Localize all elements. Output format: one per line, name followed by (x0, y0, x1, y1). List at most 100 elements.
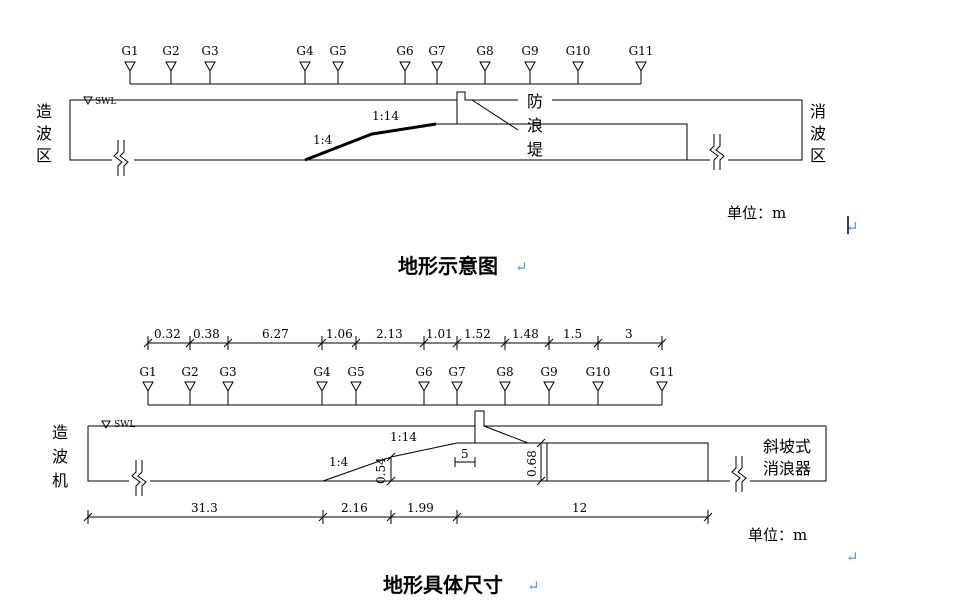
gauge-triangle-g1 (124, 61, 136, 73)
gauge-label-g3: G3 (201, 44, 218, 58)
spacing-label-10: 3 (625, 327, 633, 341)
swl-label-2: SWL (114, 420, 135, 430)
gauge2-triangle-g8 (499, 381, 511, 393)
gauge2-triangle-g9 (543, 381, 555, 393)
gauge2-triangle-g7 (451, 381, 463, 393)
return-mark-1: ↵ (846, 218, 859, 236)
breakwater-char-2: 浪 (527, 116, 543, 135)
gauge-label-g7: G7 (428, 44, 445, 58)
dim-054-label: 0.54 (374, 457, 388, 484)
gauge-label-g10: G10 (566, 44, 591, 58)
spacing-label-8: 1.48 (512, 327, 539, 341)
right-zone-char-1: 消 (810, 102, 826, 121)
slope-line (304, 122, 437, 162)
gauge2-label-g7: G7 (448, 365, 465, 379)
gauge-triangle-g8 (479, 61, 491, 73)
gauge-triangle-g3 (204, 61, 216, 73)
shelf-outline (436, 123, 688, 160)
gauge-label-g1: G1 (121, 44, 138, 58)
gauge-triangle-g11 (635, 61, 647, 73)
gauge2-label-g4: G4 (313, 365, 331, 379)
bottom-dim-label-4: 12 (572, 501, 587, 515)
spacing-label-3: 6.27 (262, 327, 289, 341)
slope-lower-label: 1:4 (313, 133, 333, 147)
bottom-dim-label-2: 2.16 (341, 501, 368, 515)
title-1: 地形示意图 (398, 254, 498, 278)
slope-lower-label-2: 1:4 (329, 455, 349, 469)
spacing-label-1: 0.32 (154, 327, 181, 341)
spacing-label-5: 2.13 (376, 327, 403, 341)
spacing-label-6: 1.01 (426, 327, 453, 341)
return-mark-title-2: ↵ (527, 577, 540, 595)
bottom-dim-label-1: 31.3 (191, 501, 218, 515)
gauge-label-g11: G11 (629, 44, 654, 58)
spacing-label-4: 1.06 (326, 327, 353, 341)
dim-068-tick-a (536, 438, 546, 448)
right-zone2-line-1: 斜坡式 (763, 437, 811, 456)
diagram1-labels: SWL 造 波 区 消 波 区 防 浪 堤 1:4 1:14 单位：m ↵ 地形… (36, 92, 859, 278)
gauge2-label-g10: G10 (586, 365, 611, 379)
diagram-terrain-dimensions (87, 342, 827, 518)
gauge-triangle-g5 (332, 61, 344, 73)
dim-5-label: 5 (461, 447, 469, 461)
gauge2-label-g8: G8 (496, 365, 513, 379)
gauge-triangle-g2 (165, 61, 177, 73)
break-symbol-right-2 (731, 456, 747, 492)
flume-outline (69, 100, 112, 161)
dim-068-label: 0.68 (525, 450, 539, 477)
flume-outline-2 (87, 426, 129, 482)
dim-054-tick-a (386, 452, 396, 462)
gauge-label-g9: G9 (521, 44, 538, 58)
gauge2-triangle-g1 (142, 381, 154, 393)
break-symbol-left (113, 140, 129, 176)
flume-right-end (728, 100, 803, 161)
left-zone2-char-1: 造 (52, 423, 68, 442)
swl-label: SWL (95, 97, 116, 107)
left-zone2-char-3: 机 (52, 471, 68, 490)
unit-label-1: 单位：m (727, 204, 786, 222)
gauge-label-g6: G6 (396, 44, 413, 58)
left-zone-char-1: 造 (36, 102, 52, 121)
bottom-dim-ticks (83, 510, 713, 524)
gauge-label-g4: G4 (296, 44, 314, 58)
gauge2-triangle-g11 (656, 381, 668, 393)
gauge2-label-g2: G2 (181, 365, 198, 379)
gauge-triangle-g7 (431, 61, 443, 73)
gauge-triangle-g4 (299, 61, 311, 73)
swl-triangle-2 (101, 420, 111, 430)
diagram-terrain-sketch (69, 83, 803, 176)
bottom-dim-label-3: 1.99 (407, 501, 434, 515)
diagram1-gauges: G1 G2 G3 G4 G5 G6 G7 G8 G9 G10 G11 (121, 44, 653, 84)
gauge-label-g8: G8 (476, 44, 493, 58)
flume-right-end-2 (750, 426, 827, 482)
return-mark-title-1: ↵ (515, 258, 528, 276)
dim-054-tick-b (386, 476, 396, 486)
gauge2-triangle-g5 (350, 381, 362, 393)
breakwater-char-3: 堤 (527, 140, 543, 159)
gauge2-triangle-g10 (592, 381, 604, 393)
spacing-label-7: 1.52 (464, 327, 491, 341)
gauge-label-g2: G2 (162, 44, 179, 58)
gauge2-triangle-g6 (418, 381, 430, 393)
break-symbol-left-2 (131, 460, 147, 496)
gauge-label-g5: G5 (329, 44, 346, 58)
return-mark-2: ↵ (846, 548, 859, 566)
swl-triangle (83, 96, 93, 106)
gauge2-triangle-g3 (222, 381, 234, 393)
right-zone-char-3: 区 (810, 146, 826, 165)
gauge-triangle-g9 (524, 61, 536, 73)
right-zone-char-2: 波 (810, 124, 826, 143)
breakwater-outline (456, 91, 519, 131)
dim-068-tick-b (536, 476, 546, 486)
right-zone2-line-2: 消浪器 (763, 459, 811, 478)
gauge2-label-g9: G9 (540, 365, 557, 379)
gauge2-label-g5: G5 (347, 365, 364, 379)
spacing-label-2: 0.38 (193, 327, 220, 341)
unit-label-2: 单位：m (748, 526, 807, 544)
breakwater-char-1: 防 (527, 92, 543, 111)
left-zone2-char-2: 波 (52, 447, 68, 466)
gauge2-triangle-g4 (316, 381, 328, 393)
gauge2-label-g6: G6 (415, 365, 432, 379)
